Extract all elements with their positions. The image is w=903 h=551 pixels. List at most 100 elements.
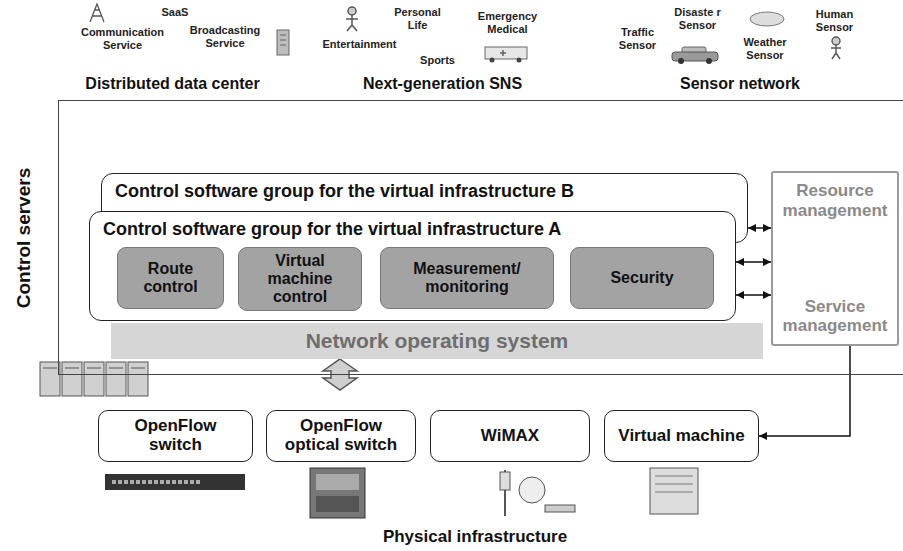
device-box: Virtual machine: [604, 410, 759, 462]
wimax-antenna: [519, 477, 545, 503]
server-rack-icon: [84, 362, 104, 396]
ambulance-icon: [517, 58, 522, 63]
ambulance-icon: [485, 47, 527, 63]
cloud-outline: [46, 0, 299, 74]
cloud-label: Broadcasting Service: [180, 24, 270, 49]
cloud-label: SaaS: [155, 6, 195, 19]
box-label: Measurement/ monitoring: [387, 260, 547, 296]
device-box: OpenFlow optical switch: [266, 410, 416, 462]
text-slot: Personal Life: [390, 6, 445, 31]
text-slot: Human Sensor: [807, 8, 862, 33]
cloud-label: Disaste r Sensor: [670, 6, 725, 31]
server-frame: Control serversControl software group fo…: [58, 100, 903, 375]
management-label: Service management: [779, 297, 891, 336]
human-sensor-icon: [831, 45, 841, 59]
cloud-label: Human Sensor: [807, 8, 862, 33]
device-box: WiMAX: [430, 410, 590, 462]
function-box: Virtual machine control: [238, 247, 362, 311]
cloud-label: Personal Life: [390, 6, 445, 31]
box-label: Security: [610, 269, 673, 287]
cloud-label: Communication Service: [75, 26, 170, 51]
box-label: OpenFlow switch: [109, 417, 242, 454]
building-icon: [277, 30, 289, 55]
device-box: OpenFlow switch: [98, 410, 253, 462]
switch-device: [105, 474, 245, 490]
person-icon: [346, 15, 358, 31]
human-sensor-icon: [831, 37, 841, 59]
antenna-tower-icon: [90, 4, 104, 22]
switch-device: [112, 480, 200, 484]
building-icon: [280, 35, 286, 45]
box-label: WiMAX: [481, 427, 539, 446]
group-heading: Control software group for the virtual i…: [115, 181, 574, 202]
wimax-antenna: [500, 472, 510, 490]
text-slot: Distributed data center: [45, 75, 300, 93]
text-slot: Entertainment: [317, 38, 402, 51]
car-icon: [672, 47, 718, 64]
region-title: Sensor network: [585, 75, 895, 93]
server-device: [650, 468, 698, 514]
human-sensor-icon: [832, 37, 840, 45]
server-rack-icon: [40, 362, 60, 396]
function-box: Security: [570, 247, 714, 309]
band-label: Network operating system: [306, 329, 569, 352]
region-title: Next-generation SNS: [305, 75, 580, 93]
server-rack-icon: [128, 362, 148, 396]
wimax-antenna: [500, 470, 575, 516]
box-label: Virtual machine control: [245, 252, 355, 306]
management-box: Resource managementService management: [771, 171, 899, 346]
text-slot: Next-generation SNS: [305, 75, 580, 93]
function-box: Route control: [117, 247, 224, 309]
car-icon: [706, 58, 712, 64]
ambulance-icon: [500, 50, 506, 56]
software-group-box: Control software group for the virtual i…: [89, 211, 736, 321]
text-slot: Sports: [415, 54, 460, 67]
ambulance-icon: [485, 47, 527, 59]
antenna-tower-icon: [90, 4, 104, 22]
cloud-region: Disaste r Sensor Human SensorTraffic Sens…: [585, 0, 895, 74]
group-heading: Control software group for the virtual i…: [103, 219, 561, 240]
os-band: Network operating system: [111, 323, 763, 359]
cloud-outline: [586, 0, 894, 74]
text-slot: Physical infrastructure: [52, 527, 898, 547]
building-icon: [277, 30, 289, 55]
connector-arrow: [748, 227, 771, 229]
server-rack-icon: [62, 362, 82, 396]
server-rack-icon: [40, 362, 148, 396]
box-label: Virtual machine: [618, 427, 744, 446]
optical-switch-device: [316, 496, 359, 512]
text-slot: Traffic Sensor: [610, 26, 665, 51]
switch-device: [105, 474, 245, 490]
server-device: [655, 476, 693, 492]
wimax-antenna: [545, 505, 575, 512]
box-label: OpenFlow optical switch: [277, 417, 405, 454]
text-slot: Emergency Medical: [470, 10, 545, 35]
cloud-region: Personal Life Emergency MedicalEntertainm…: [305, 0, 580, 74]
weather-icon: [750, 12, 784, 26]
optical-switch-device: [310, 468, 365, 518]
text-slot: Disaste r Sensor: [670, 6, 725, 31]
connector-arrow: [759, 346, 850, 436]
cloud-region: Physical infrastructureOpenFlow switchOp…: [52, 390, 898, 526]
car-icon: [678, 58, 684, 64]
region-title: Distributed data center: [45, 75, 300, 93]
management-label: Resource management: [779, 181, 891, 220]
connector-arrow: [736, 261, 771, 263]
server-device: [650, 468, 698, 514]
cloud-label: Sports: [415, 54, 460, 67]
box-label: Route control: [124, 260, 217, 296]
person-icon: [346, 7, 358, 31]
vertical-side-label: Control servers: [14, 167, 35, 307]
weather-icon: [750, 12, 784, 26]
cloud-outline: [306, 2, 579, 73]
cloud-label: Entertainment: [317, 38, 402, 51]
function-box: Measurement/ monitoring: [380, 247, 554, 309]
server-rack-icon: [106, 362, 126, 396]
text-slot: Communication Service: [75, 26, 170, 51]
cloud-label: Weather Sensor: [735, 36, 795, 61]
cloud-label: Traffic Sensor: [610, 26, 665, 51]
cloud-label: Emergency Medical: [470, 10, 545, 35]
person-icon: [348, 7, 356, 15]
text-slot: Sensor network: [585, 75, 895, 93]
